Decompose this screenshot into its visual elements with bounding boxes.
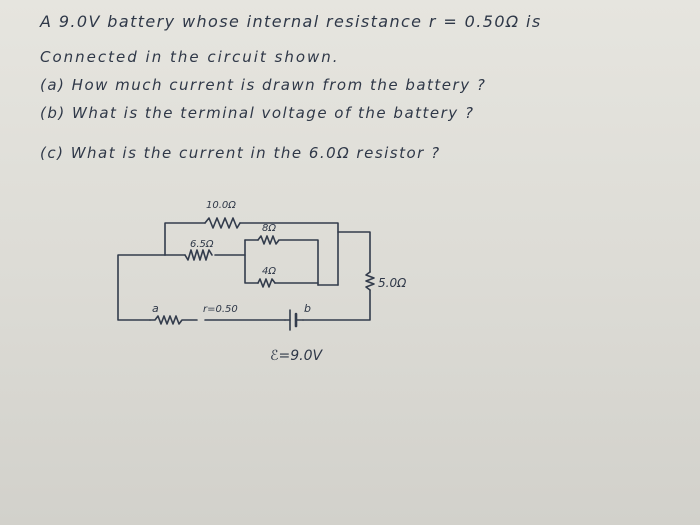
resistor-6-5-ohm xyxy=(184,249,213,261)
label-5-ohm: 5.0Ω xyxy=(378,276,407,290)
node-b-label: b xyxy=(304,302,311,315)
circuit-wires xyxy=(117,222,371,321)
label-10-ohm: 10.0Ω xyxy=(206,200,236,211)
resistor-4-ohm xyxy=(257,278,276,288)
inner-box-top-right xyxy=(279,239,319,286)
label-8-ohm: 8Ω xyxy=(262,223,276,234)
battery-symbol xyxy=(284,309,304,331)
resistor-5-ohm xyxy=(365,271,375,291)
label-4-ohm: 4Ω xyxy=(262,266,276,277)
label-internal-resistance: r=0.50 xyxy=(203,304,238,315)
resistor-internal xyxy=(149,315,198,325)
top-branch-wire xyxy=(164,222,206,256)
top-branch-wire-right xyxy=(239,222,339,286)
right-wire xyxy=(337,231,371,273)
emf-label: ℰ=9.0V xyxy=(270,348,323,364)
question-a: (a) How much current is drawn from the b… xyxy=(40,76,487,94)
inner-box-left xyxy=(244,239,259,284)
resistor-8-ohm xyxy=(257,235,280,245)
label-6-5-ohm: 6.5Ω xyxy=(190,239,214,250)
node-a-label: a xyxy=(152,302,159,315)
question-c: (c) What is the current in the 6.0Ω resi… xyxy=(40,144,441,162)
resistor-10-ohm xyxy=(204,217,241,229)
left-wire xyxy=(117,254,166,321)
problem-line-1: A 9.0V battery whose internal resistance… xyxy=(40,12,542,31)
problem-line-2: Connected in the circuit shown. xyxy=(40,48,340,66)
question-b: (b) What is the terminal voltage of the … xyxy=(40,104,475,122)
bottom-right-wire xyxy=(302,289,371,321)
